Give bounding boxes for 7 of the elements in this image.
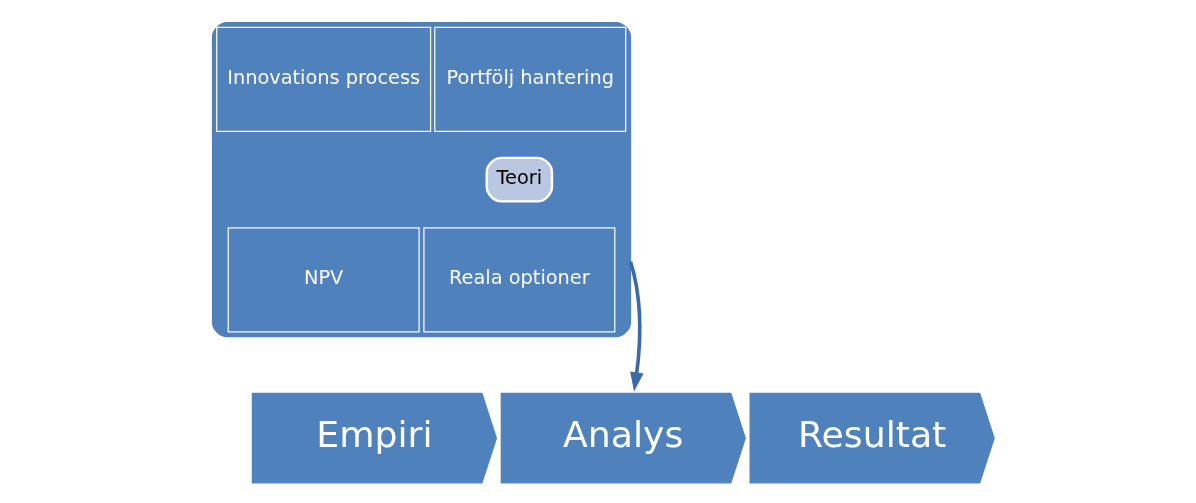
node-box: NPV: [227, 227, 420, 333]
node-box: Reala optioner: [422, 227, 615, 333]
node-box: Teori: [485, 156, 553, 203]
node-box: Portfölj hantering: [433, 26, 626, 132]
node-box: Innovations process: [215, 26, 431, 132]
arrow: [628, 261, 644, 392]
cluster: [211, 21, 631, 338]
